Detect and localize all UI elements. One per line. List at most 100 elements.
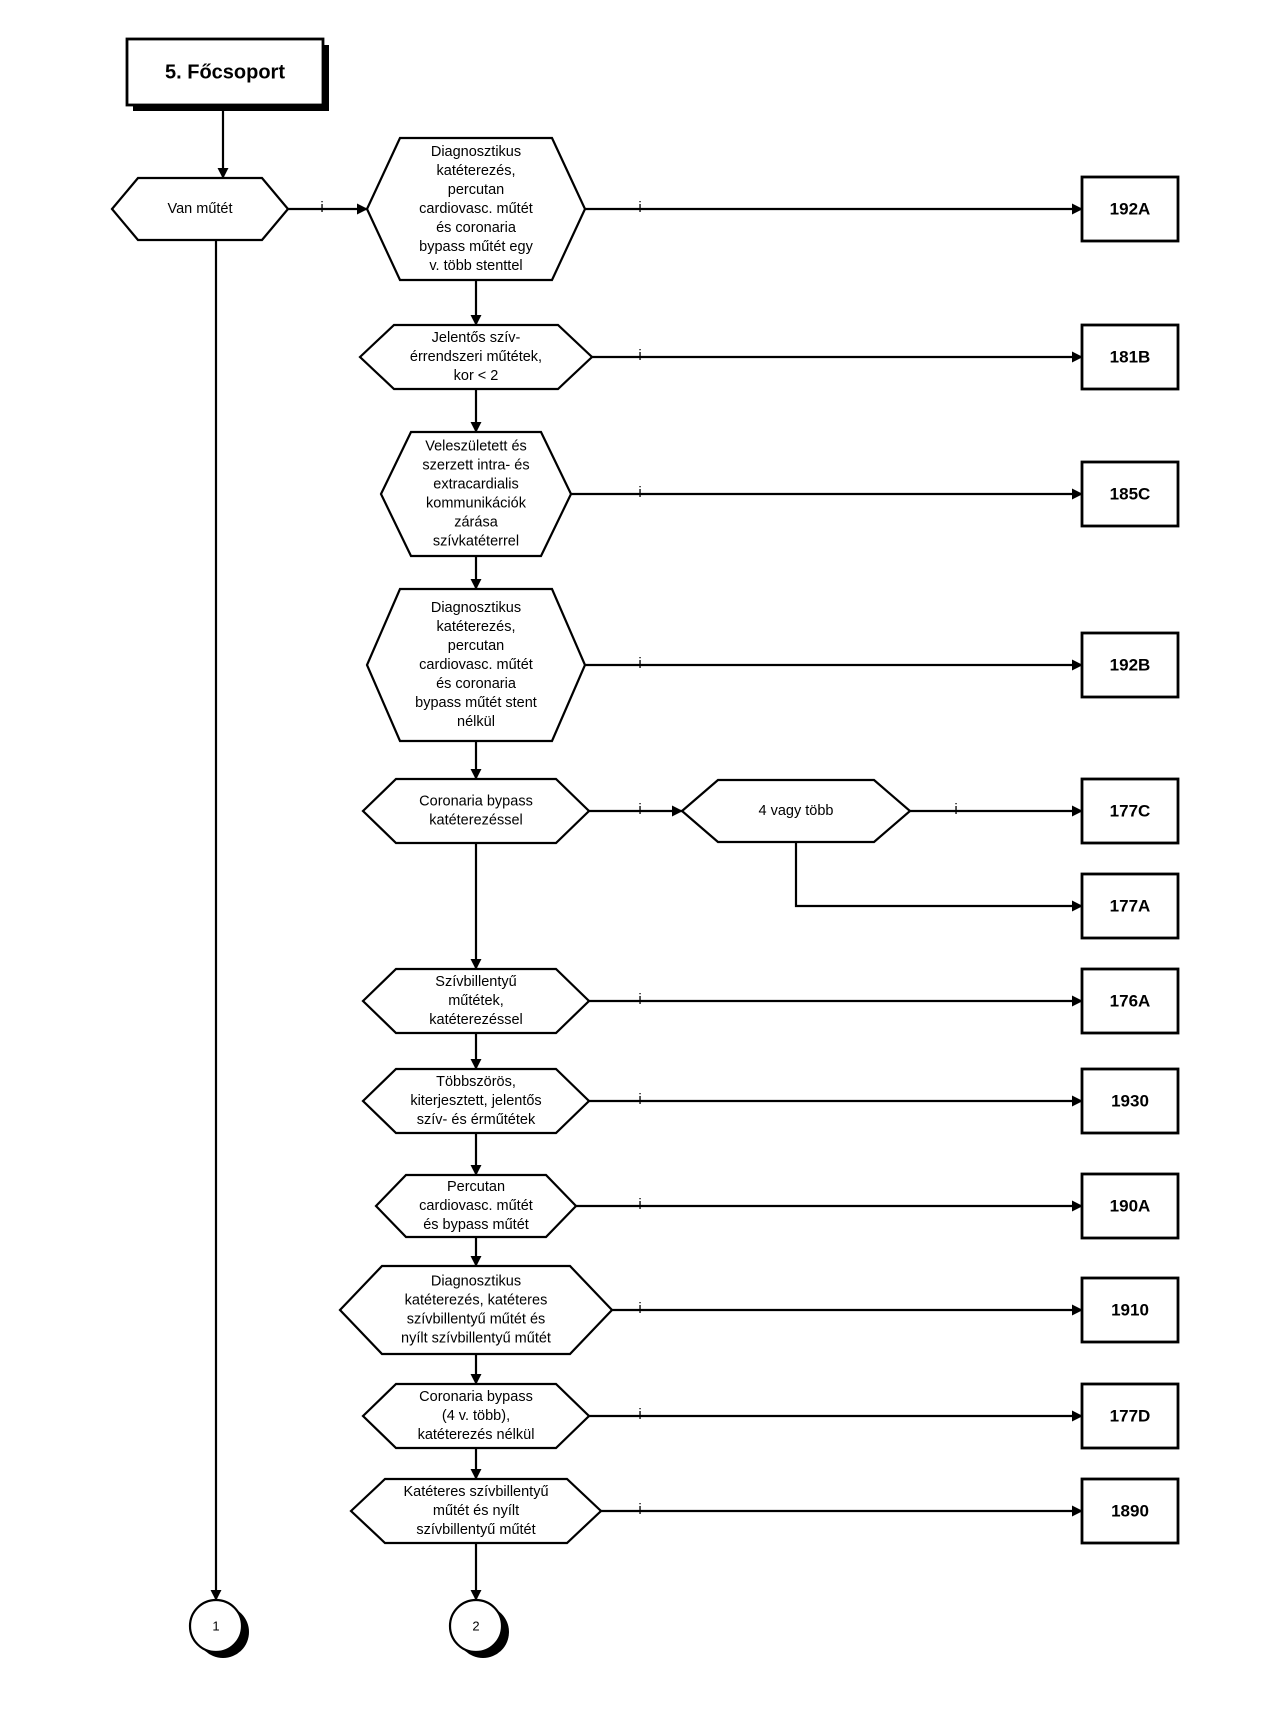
outcome-box [1080,777,1180,845]
sub-decision-node [680,778,912,844]
decision-node [361,967,591,1035]
decision-label: érrendszeri műtétek, [410,349,542,365]
sub-no-line [794,842,1083,912]
decision-label: cardiovasc. műtét [419,1198,533,1214]
decision-label: kommunikációk [426,495,527,511]
branch-label: i [638,655,641,672]
decision-label: nyílt szívbillentyű műtét [401,1330,551,1346]
branch-label: i [638,484,641,501]
decision-label: Katéteres szívbillentyű [403,1484,548,1500]
decision-label: zárása [454,514,498,530]
decision-label: szerzett intra- és [422,457,529,473]
decision-node [374,1173,578,1239]
outcome-code: 177D [1110,1406,1151,1425]
outcome-box [1080,631,1180,699]
decision-label: nélkül [457,714,495,730]
outcome-code: 192B [1110,655,1151,674]
outcome-box [1080,1172,1180,1240]
decision-label: Többszörös, [436,1074,516,1090]
branch-label: i [638,991,641,1008]
outcome-code: 177C [1110,801,1151,820]
decision-label: cardiovasc. műtét [419,201,533,217]
decision-label: katéterezés, katéteres [405,1292,548,1308]
branch-label: i [638,1406,641,1423]
title-box [125,37,325,107]
branch-label: i [638,1300,641,1317]
outcome-code: 1890 [1111,1501,1149,1520]
decision-label: Veleszületett és [425,438,527,454]
outcome-box [1080,1382,1180,1450]
connector-circle [188,1598,244,1654]
outcome-box [1080,967,1180,1035]
start-decision [110,176,290,242]
outcome-box [1080,460,1180,528]
decision-label: Coronaria bypass [419,793,533,809]
decision-label: és bypass műtét [423,1217,529,1233]
decision-node [358,323,594,391]
decision-label: Percutan [447,1179,505,1195]
start-decision-label: Van műtét [167,201,232,217]
decision-label: és coronaria [436,220,517,236]
decision-node [379,430,573,558]
outcome-box [1080,1477,1180,1545]
decision-node [361,1382,591,1450]
title-text: 5. Főcsoport [165,61,285,83]
outcome-code: 176A [1110,991,1151,1010]
decision-label: műtét és nyílt [433,1503,519,1519]
sub-decision-label: 4 vagy több [759,803,834,819]
branch-label: i [638,801,641,818]
decision-label: szív- és érműtétek [417,1112,536,1128]
decision-label: percutan [448,638,504,654]
decision-node [365,587,587,743]
decision-label: kiterjesztett, jelentős [410,1093,541,1109]
branch-label: i [638,347,641,364]
outcome-code: 181B [1110,347,1151,366]
outcome-code: 190A [1110,1196,1151,1215]
branch-label: i [638,1091,641,1108]
decision-label: extracardialis [433,476,518,492]
decision-label: bypass műtét stent [415,695,537,711]
decision-label: szívkatéterrel [433,533,519,549]
connector-label: 2 [472,1618,479,1633]
decision-node [349,1477,603,1545]
decision-node [365,136,587,282]
decision-label: Jelentős szív- [432,330,521,346]
outcome-code: 1910 [1111,1300,1149,1319]
decision-label: cardiovasc. műtét [419,657,533,673]
connector-lines [210,105,1083,1601]
outcome-box [1080,1276,1180,1344]
decision-label: v. több stenttel [429,258,522,274]
outcome-code: 1930 [1111,1091,1149,1110]
outcome-box [1080,323,1180,391]
decision-label: (4 v. több), [442,1408,510,1424]
decision-label: katéterezéssel [429,812,523,828]
outcome-code: 192A [1110,199,1151,218]
decision-label: katéterezés nélkül [418,1427,535,1443]
decision-label: műtétek, [448,993,504,1009]
outcome-code: 177A [1110,896,1151,915]
branch-label: i [638,199,641,216]
decision-node [338,1264,614,1356]
outcome-box [1080,1067,1180,1135]
decision-label: és coronaria [436,676,517,692]
decision-label: katéterezéssel [429,1012,523,1028]
decision-label: Diagnosztikus [431,144,521,160]
decision-label: Coronaria bypass [419,1389,533,1405]
decision-label: katéterezés, [437,163,516,179]
decision-label: kor < 2 [454,368,499,384]
decision-label: Diagnosztikus [431,1273,521,1289]
branch-label: i [638,1196,641,1213]
connector-circle [448,1598,504,1654]
outcome-code: 185C [1110,484,1151,503]
decision-label: bypass műtét egy [419,239,533,255]
branch-label: i [320,199,323,216]
outcome-box [1080,872,1180,940]
decision-label: percutan [448,182,504,198]
decision-node [361,777,591,845]
decision-node [361,1067,591,1135]
outcome-box [1080,175,1180,243]
decision-label: szívbillentyű műtét [416,1522,535,1538]
decision-label: Diagnosztikus [431,600,521,616]
